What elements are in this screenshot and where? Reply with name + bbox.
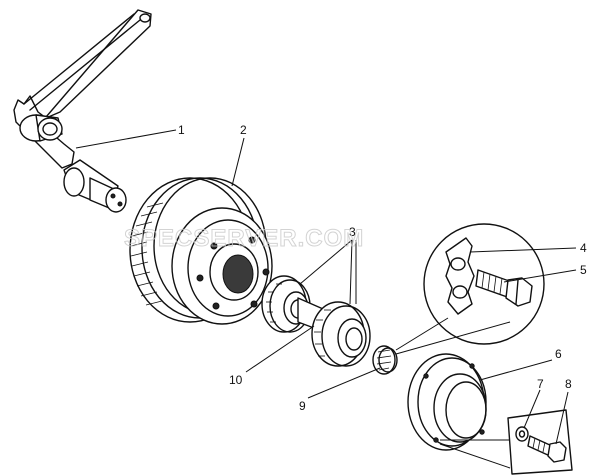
hub-cover-icon	[407, 353, 487, 451]
washer-icon	[515, 426, 529, 442]
watermark-text: SPECSERVER.COM	[124, 225, 364, 252]
detail-box	[507, 409, 573, 475]
hex-bolt-icon	[475, 269, 533, 307]
callout-labels: 1 2 3 4 5 6 7 8 9 10	[178, 123, 587, 413]
detail-circle	[423, 223, 545, 345]
callout-4: 4	[580, 241, 587, 255]
callout-3: 3	[349, 225, 356, 239]
crank-arm-icon	[13, 9, 152, 213]
callout-5: 5	[580, 263, 587, 277]
callout-8: 8	[565, 377, 572, 391]
double-groove-pulley-icon	[129, 177, 273, 325]
callout-9: 9	[299, 399, 306, 413]
callout-10: 10	[229, 373, 243, 387]
ball-bearing-icon	[261, 275, 371, 367]
callout-1: 1	[178, 123, 185, 137]
callout-7: 7	[537, 377, 544, 391]
callout-6: 6	[555, 347, 562, 361]
spacer-ring-icon	[372, 345, 398, 375]
leader-lines	[75, 129, 577, 469]
hex-bolt-small-icon	[527, 435, 567, 463]
lock-plate-icon	[445, 237, 475, 315]
callout-2: 2	[240, 123, 247, 137]
